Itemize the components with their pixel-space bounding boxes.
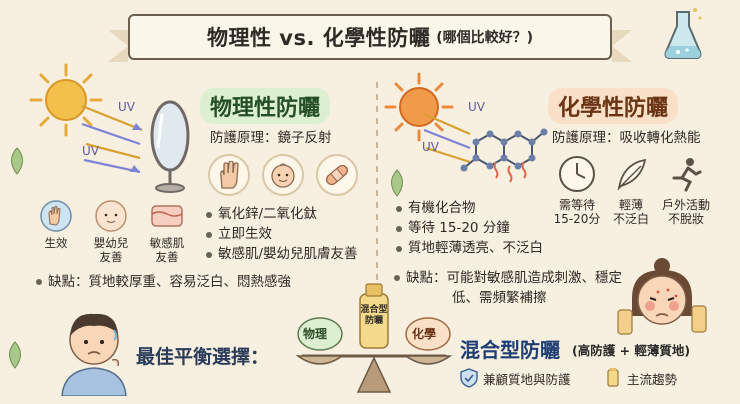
leaf-icon [9,341,21,369]
tile-effect: 生效 [36,200,76,250]
balance-left-label: 物理 [303,327,328,341]
leaf-icon [391,169,403,197]
tile-outdoor-label: 戶外活動 不脫妝 [661,198,710,226]
hand-shield-icon [40,200,72,232]
uv-rays-chemical [423,112,471,164]
balance-bottle-label: 混合型 防曬 [360,305,388,326]
chemical-principle: 防護原理：吸收轉化熱能 [552,130,701,146]
physical-section-title: 物理性防曬 [200,88,331,124]
clock-icon [559,156,595,192]
tile-sensitive-label: 敏感肌 友善 [149,236,185,264]
baby-face-icon [262,154,304,196]
mixed-subtitle: (高防護 + 輕薄質地) [572,343,691,358]
runner-icon [672,158,702,192]
balance-label: 最佳平衡選擇： [136,346,270,368]
flask-icon [664,8,702,59]
chemical-bullet-wait: 等待 15-20 分鐘 [394,218,543,238]
sun-icon [29,63,103,137]
tile-effect-label: 生效 [44,236,68,250]
chemical-bullets: 有機化合物 等待 15-20 分鐘 質地輕薄透亮、不泛白 [394,198,543,258]
feature-texture-protection-label: 兼顧質地與防護 [483,371,571,387]
balance-right-label: 化學 [412,327,437,341]
tile-baby-label: 嬰幼兒 友善 [93,236,129,264]
page-title: 物理性 vs. 化學性防曬 [206,26,431,50]
title-banner: 物理性 vs. 化學性防曬 (哪個比較好？) [128,14,612,60]
leaf-icon [11,147,23,175]
worried-boy-illustration [61,313,127,396]
sunscreen-tube-icon [607,368,619,387]
uv-label-1: UV [118,100,135,114]
physical-principle: 防護原理：鏡子反射 [210,130,332,146]
physical-bullet-ingredients: 氧化鋅/二氧化鈦 [204,204,358,224]
tile-outdoor: 戶外活動 不脫妝 [658,154,714,226]
chemical-bullet-texture: 質地輕薄透亮、不泛白 [394,238,543,258]
feather-icon [617,158,647,191]
page-subtitle: (哪個比較好？) [436,30,534,46]
mirror-icon [150,100,190,193]
physical-bullets: 氧化鋅/二氧化鈦 立即生效 敏感肌/嬰幼兒肌膚友善 [204,204,358,264]
uv-label-2: UV [82,144,99,158]
tile-wait: 需等待 15-20分 [552,154,602,226]
chemical-con: 缺點：可能對敏感肌造成刺激、穩定 低、需頻繁補擦 [394,268,622,308]
physical-bullet-friendly: 敏感肌/嬰幼兒肌膚友善 [204,244,358,264]
tile-light: 輕薄 不泛白 [608,154,654,226]
physical-con-text: 缺點：質地較厚重、容易泛白、悶熱感強 [48,274,291,290]
baby-icon [95,200,127,232]
molecule-icon [460,128,548,183]
feature-texture-protection: 兼顧質地與防護 [460,368,571,388]
ribbon-tail-right [612,30,632,62]
tile-light-label: 輕薄 不泛白 [612,198,649,226]
center-divider [376,82,378,304]
uv-rays-physical [81,104,143,174]
tile-baby: 嬰幼兒 友善 [88,200,134,264]
chemical-con-line2: 低、需頻繁補擦 [452,290,547,306]
tile-sensitive: 敏感肌 友善 [142,200,192,264]
irritated-girl-illustration [617,258,707,335]
bandage-icon [316,154,358,196]
feature-trend: 主流趨勢 [604,368,677,388]
balance-scale-illustration [295,283,453,393]
chemical-con-line1: 缺點：可能對敏感肌造成刺激、穩定 [406,270,622,286]
physical-con: 缺點：質地較厚重、容易泛白、悶熱感強 [36,272,291,292]
chemical-section-title: 化學性防曬 [548,88,679,124]
mixed-title: 混合型防曬 [460,338,560,362]
physical-bullet-effect: 立即生效 [204,224,358,244]
uv-label-3: UV [468,100,485,114]
shield-check-icon [460,368,478,388]
feature-trend-label: 主流趨勢 [627,371,678,387]
chemical-bullet-ingredients: 有機化合物 [394,198,543,218]
ribbon-tail-left [108,30,128,62]
uv-label-4: UV [422,140,439,154]
tile-wait-label: 需等待 15-20分 [553,198,601,226]
hand-icon [208,154,250,196]
skin-layer-icon [151,205,183,227]
